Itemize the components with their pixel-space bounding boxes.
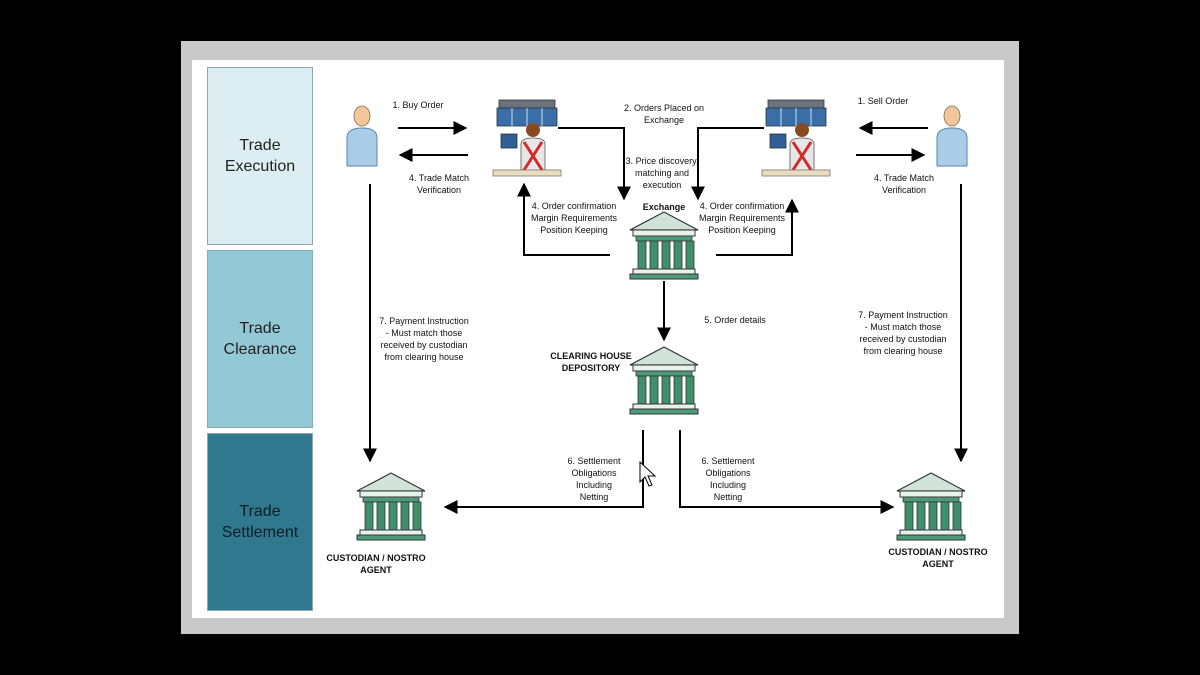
order-confirmation-left-arrow [517,182,610,256]
order-confirmation-left-label: 4. Order confirmation Margin Requirement… [530,201,618,235]
payment-instruction-left-label: 7. Payment Instruction - Must match thos… [379,316,469,362]
band-trade-settlement: Trade Settlement [207,433,313,611]
seller-person-icon [936,105,968,167]
clearing-house-label: CLEARING HOUSE DEPOSITORY [550,351,632,373]
buyer-person-icon [346,105,378,167]
custodian-right-label: CUSTODIAN / NOSTRO AGENT [888,547,988,569]
clearing-house-building-icon [629,346,699,415]
settlement-left-arrow [443,430,644,514]
order-confirmation-right-arrow [716,198,799,256]
band-trade-clearance: Trade Clearance [207,250,313,428]
band-trade-execution: Trade Execution [207,67,313,245]
exchange-label: Exchange [642,202,686,212]
price-discovery-label: 3. Price discovery, matching and executi… [625,156,699,190]
custodian-right-building-icon [896,472,966,541]
orders-placed-label: 2. Orders Placed on Exchange [623,103,705,125]
order-confirmation-right-label: 4. Order confirmation Margin Requirement… [698,201,786,235]
orders-placed-left-arrow [558,127,631,201]
exchange-building-icon [629,211,699,280]
sell-order-label: 1. Sell Order [857,96,909,106]
slide-canvas [192,60,1004,618]
sell-broker-trader-icon [760,98,832,178]
custodian-left-building-icon [356,472,426,541]
settlement-left-label: 6. Settlement Obligations Including Nett… [567,456,621,502]
order-details-label: 5. Order details [704,315,766,325]
settlement-right-label: 6. Settlement Obligations Including Nett… [701,456,755,502]
payment-instruction-right-label: 7. Payment Instruction - Must match thos… [858,310,948,356]
custodian-left-label: CUSTODIAN / NOSTRO AGENT [326,553,426,575]
trade-match-left-label: 4. Trade Match Verification [408,173,470,195]
mouse-cursor-icon [639,460,657,487]
buy-broker-trader-icon [491,98,563,178]
buy-order-label: 1. Buy Order [392,100,444,110]
settlement-right-arrow [679,430,895,514]
trade-match-right-label: 4. Trade Match Verification [873,173,935,195]
orders-placed-right-arrow [691,127,764,201]
